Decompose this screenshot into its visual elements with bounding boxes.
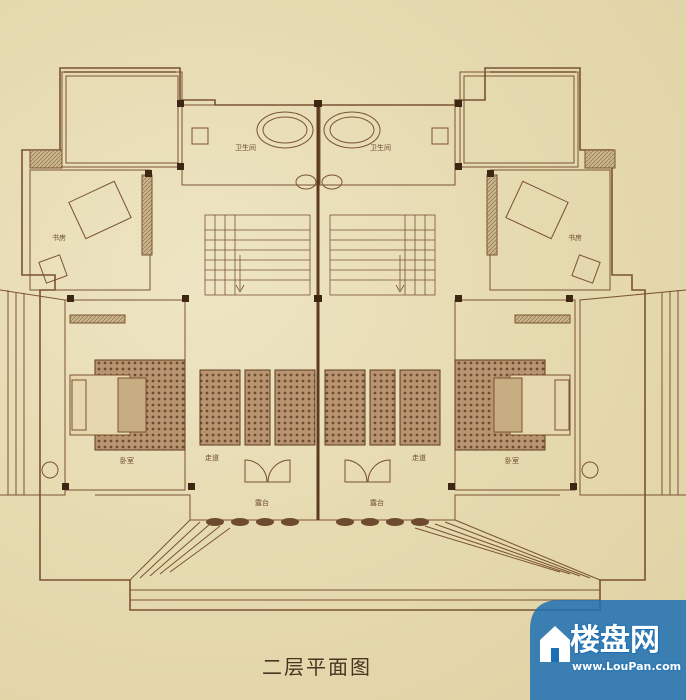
bedroom-left [41, 299, 186, 491]
balcony-doors [244, 459, 391, 483]
watermark-url: www.LouPan.com [572, 660, 682, 673]
bedroom-right [454, 299, 599, 491]
label-corridor-left: 走道 [205, 453, 219, 462]
staircase-right [329, 214, 436, 296]
label-balcony-right: 露台 [370, 498, 384, 507]
label-study-left: 书房 [52, 233, 66, 242]
exterior-walls [21, 67, 646, 611]
study-left [29, 169, 153, 291]
watermark-logo-text: 楼盘网 [570, 623, 660, 658]
upper-bay-left [29, 71, 183, 169]
label-bath-left: 卫生间 [235, 143, 256, 152]
label-corridor-right: 走道 [412, 453, 426, 462]
floor-plan-title: 二层平面图 [262, 655, 372, 679]
center-furniture [199, 369, 441, 446]
terrace-roof [0, 289, 686, 601]
upper-bay-right [459, 71, 616, 169]
label-bed-left: 卧室 [120, 456, 134, 465]
study-right [486, 169, 611, 291]
label-study-right: 书房 [568, 233, 582, 242]
staircase-left [204, 214, 311, 296]
label-balcony-left: 露台 [255, 498, 269, 507]
label-bath-right: 卫生间 [370, 143, 391, 152]
label-bed-right: 卧室 [505, 456, 519, 465]
watermark-logo [530, 600, 686, 700]
bathroom-right [319, 104, 456, 190]
columns [62, 100, 577, 490]
planters [206, 518, 429, 526]
